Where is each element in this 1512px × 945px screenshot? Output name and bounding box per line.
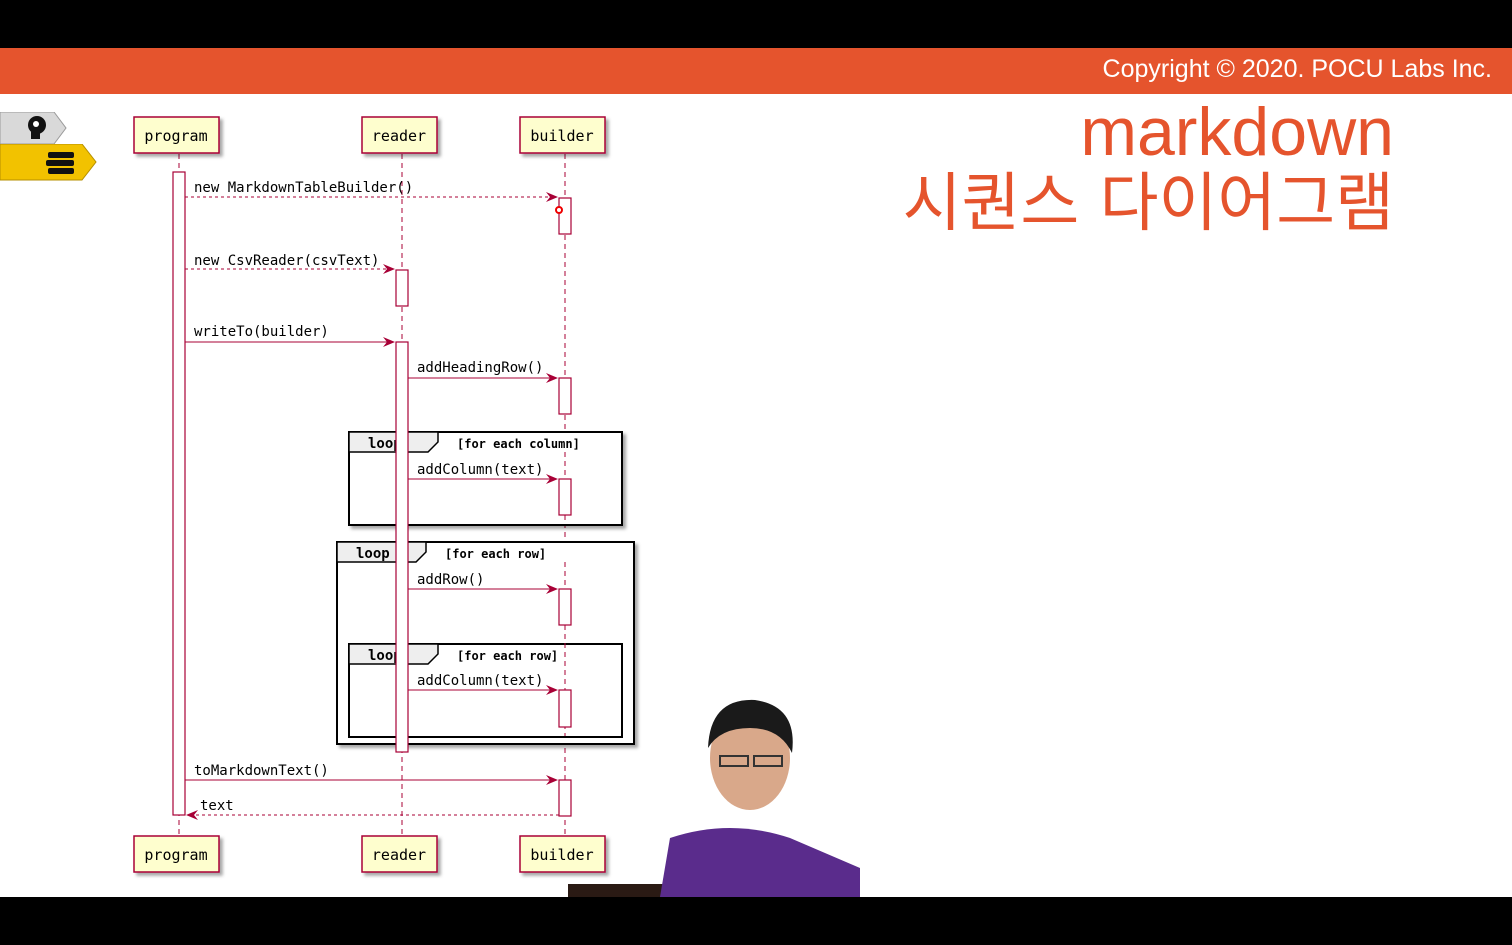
participant-program-bottom: program bbox=[133, 835, 220, 873]
participant-program-top: program bbox=[133, 116, 220, 154]
message-new-reader: new CsvReader(csvText) bbox=[185, 253, 395, 274]
books-stack-icon bbox=[46, 152, 74, 174]
activation-program bbox=[172, 171, 186, 816]
activation-builder bbox=[558, 779, 572, 817]
loop-keyword: loop bbox=[368, 648, 402, 664]
participant-label: reader bbox=[372, 127, 426, 145]
activation-reader bbox=[395, 341, 409, 753]
activation-builder bbox=[558, 377, 572, 415]
participant-label: reader bbox=[372, 846, 426, 864]
message-label: toMarkdownText() bbox=[194, 763, 329, 779]
message-label: new CsvReader(csvText) bbox=[194, 253, 379, 269]
activation-builder bbox=[558, 197, 572, 235]
letterbox-top bbox=[0, 0, 1512, 48]
presenter-video bbox=[568, 699, 860, 897]
participant-reader-top: reader bbox=[361, 116, 438, 154]
message-write-to: writeTo(builder) bbox=[185, 324, 395, 347]
participant-label: builder bbox=[530, 127, 593, 145]
message-label: addColumn(text) bbox=[417, 673, 543, 689]
loop-keyword: loop bbox=[368, 436, 402, 452]
activation-builder bbox=[558, 478, 572, 516]
participant-label: program bbox=[144, 846, 207, 864]
activation-reader bbox=[395, 269, 409, 307]
message-label: addHeadingRow() bbox=[417, 360, 543, 376]
slide-title: markdown bbox=[1080, 94, 1394, 170]
loop-condition: [for each column] bbox=[457, 437, 580, 451]
brain-head-icon bbox=[28, 116, 46, 139]
activation-builder bbox=[558, 588, 572, 626]
participant-label: builder bbox=[530, 846, 593, 864]
laser-pointer bbox=[555, 206, 563, 214]
message-add-row: addRow() bbox=[408, 572, 558, 594]
loop-keyword: loop bbox=[356, 546, 390, 562]
header-bar: Copyright © 2020. POCU Labs Inc. bbox=[0, 48, 1512, 94]
participant-builder-top: builder bbox=[519, 116, 606, 154]
message-new-builder: new MarkdownTableBuilder() bbox=[185, 180, 558, 202]
tab-books[interactable] bbox=[0, 144, 100, 184]
message-add-heading-row: addHeadingRow() bbox=[408, 360, 558, 383]
message-label: writeTo(builder) bbox=[194, 324, 329, 340]
letterbox-bottom bbox=[0, 897, 1512, 945]
tab-brain[interactable] bbox=[0, 112, 70, 146]
slide: Copyright © 2020. POCU Labs Inc. markdow… bbox=[0, 48, 1512, 897]
message-label: text bbox=[200, 798, 234, 814]
message-label: addRow() bbox=[417, 572, 484, 588]
message-add-column: addColumn(text) bbox=[408, 462, 558, 484]
loop-condition: [for each row] bbox=[445, 547, 546, 561]
sequence-diagram: program reader builder loop [for each co… bbox=[133, 116, 635, 873]
message-return-text: text bbox=[186, 798, 559, 820]
message-label: new MarkdownTableBuilder() bbox=[194, 180, 413, 196]
participant-label: program bbox=[144, 127, 207, 145]
message-add-column-nested: addColumn(text) bbox=[408, 673, 558, 695]
loop-condition: [for each row] bbox=[457, 649, 558, 663]
message-label: addColumn(text) bbox=[417, 462, 543, 478]
message-to-markdown-text: toMarkdownText() bbox=[185, 763, 558, 785]
activation-builder bbox=[558, 689, 572, 728]
slide-subtitle: 시퀀스 다이어그램 bbox=[902, 167, 1394, 241]
participant-builder-bottom: builder bbox=[519, 835, 606, 873]
participant-reader-bottom: reader bbox=[361, 835, 438, 873]
copyright-text: Copyright © 2020. POCU Labs Inc. bbox=[1102, 55, 1492, 83]
